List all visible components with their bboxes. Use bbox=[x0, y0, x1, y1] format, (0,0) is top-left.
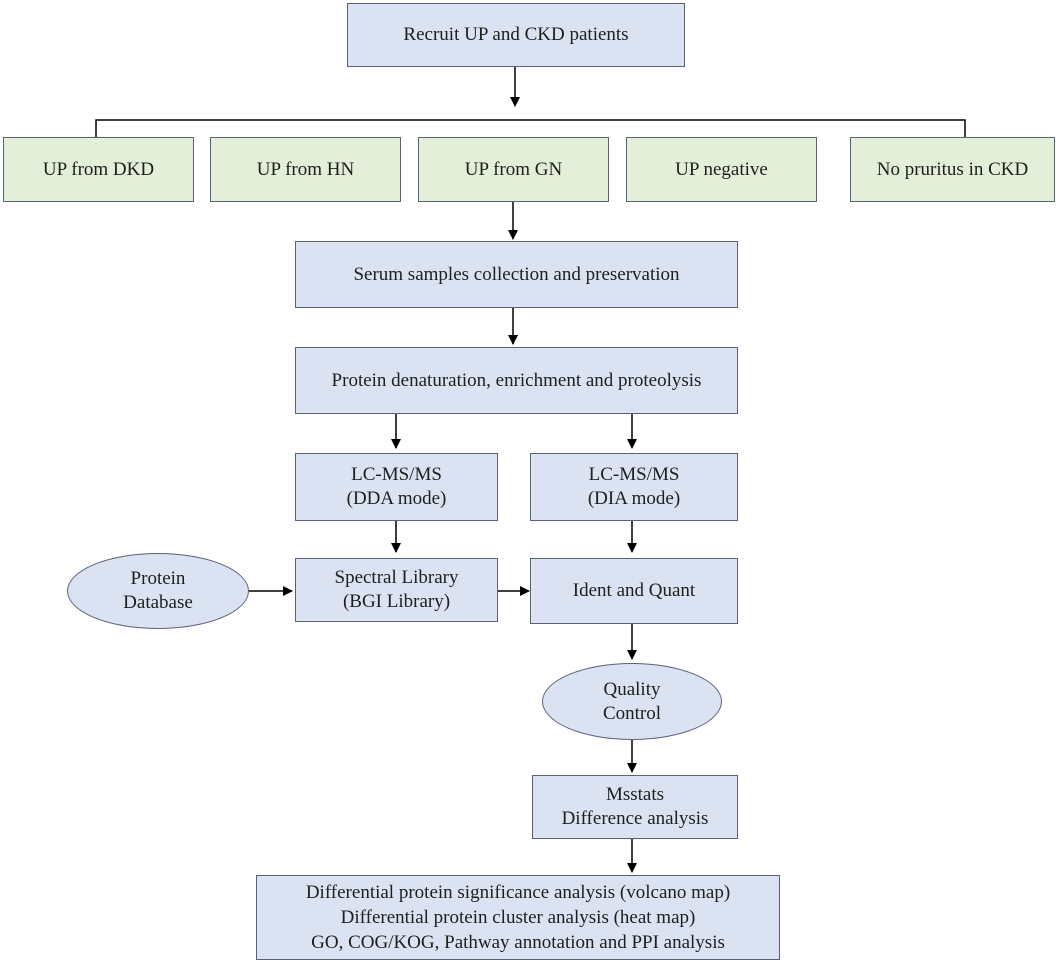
msstats-line-2: Difference analysis bbox=[561, 808, 709, 829]
dia-line-1: LC-MS/MS bbox=[588, 464, 680, 485]
recruit-label: Recruit UP and CKD patients bbox=[403, 24, 629, 45]
final-analysis-line-1: Differential protein significance analys… bbox=[305, 882, 731, 903]
dia-line-2: (DIA mode) bbox=[587, 488, 681, 509]
group-box-no-pruritus: No pruritus in CKD bbox=[850, 137, 1055, 202]
group-box-dkd: UP from DKD bbox=[3, 137, 194, 202]
spectral-library-line-1: Spectral Library bbox=[334, 567, 459, 588]
serum-label: Serum samples collection and preservatio… bbox=[353, 263, 680, 285]
spectral-library-line-2: (BGI Library) bbox=[342, 591, 451, 612]
protein-database-line-2: Database bbox=[123, 592, 193, 613]
protein-database-ellipse: Protein Database bbox=[67, 553, 249, 629]
msstats-box: Msstats Difference analysis bbox=[532, 775, 738, 839]
quality-control-ellipse: Quality Control bbox=[542, 663, 722, 740]
final-analysis-line-2: Differential protein cluster analysis (h… bbox=[340, 907, 696, 928]
msstats-line-1: Msstats bbox=[605, 784, 665, 805]
serum-box: Serum samples collection and preservatio… bbox=[295, 241, 738, 308]
protein-database-line-1: Protein bbox=[130, 568, 186, 589]
branch-connector bbox=[95, 119, 966, 137]
dda-line-1: LC-MS/MS bbox=[351, 464, 442, 485]
dda-box: LC-MS/MS (DDA mode) bbox=[295, 453, 498, 521]
group-label-hn: UP from HN bbox=[256, 158, 355, 180]
group-box-hn: UP from HN bbox=[210, 137, 401, 202]
dda-line-2: (DDA mode) bbox=[346, 488, 447, 509]
recruit-box: Recruit UP and CKD patients bbox=[347, 3, 685, 67]
quality-control-line-1: Quality bbox=[603, 678, 661, 700]
final-analysis-box: Differential protein significance analys… bbox=[256, 875, 780, 960]
dia-box: LC-MS/MS (DIA mode) bbox=[530, 453, 738, 521]
group-box-negative: UP negative bbox=[626, 137, 817, 202]
quality-control-line-2: Control bbox=[602, 702, 662, 724]
ident-quant-box: Ident and Quant bbox=[530, 558, 738, 624]
protein-prep-box: Protein denaturation, enrichment and pro… bbox=[295, 347, 738, 414]
group-label-no-pruritus: No pruritus in CKD bbox=[876, 158, 1029, 180]
spectral-library-box: Spectral Library (BGI Library) bbox=[295, 558, 498, 622]
final-analysis-line-3: GO, COG/KOG, Pathway annotation and PPI … bbox=[311, 932, 725, 953]
group-label-dkd: UP from DKD bbox=[42, 158, 155, 180]
ident-quant-label: Ident and Quant bbox=[572, 580, 696, 601]
group-label-negative: UP negative bbox=[675, 158, 768, 180]
protein-prep-label: Protein denaturation, enrichment and pro… bbox=[331, 369, 702, 391]
group-box-gn: UP from GN bbox=[418, 137, 609, 202]
group-label-gn: UP from GN bbox=[464, 158, 563, 180]
